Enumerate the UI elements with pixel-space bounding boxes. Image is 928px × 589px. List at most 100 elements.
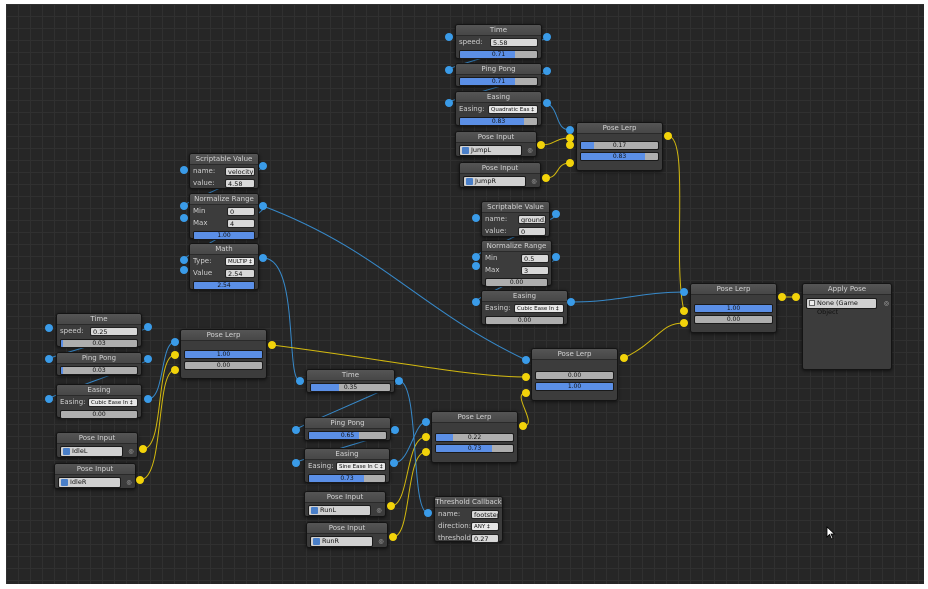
pose-port[interactable] [522,373,530,381]
pose-lerp-node[interactable]: Pose Lerp 1.00 0.00 [180,329,267,379]
float-port[interactable] [566,126,574,134]
value-field[interactable]: 0 [518,227,546,236]
pose-port[interactable] [389,533,397,541]
pose-port[interactable] [537,141,545,149]
pose-port[interactable] [792,293,800,301]
float-port[interactable] [552,253,560,261]
float-port[interactable] [45,324,53,332]
float-port[interactable] [180,256,188,264]
float-port[interactable] [144,395,152,403]
float-port[interactable] [259,202,267,210]
float-port[interactable] [522,356,530,364]
pose-input-node[interactable]: Pose Input RunL◎ [304,491,386,517]
pose-input-node[interactable]: Pose Input JumpL◎ [455,131,537,157]
object-picker-icon[interactable]: ◎ [128,448,134,455]
pose-port[interactable] [566,159,574,167]
float-port[interactable] [180,202,188,210]
float-port[interactable] [180,214,188,222]
pose-object-field[interactable]: IdleL◎ [60,446,134,457]
pose-port[interactable] [171,351,179,359]
object-picker-icon[interactable]: ◎ [531,178,537,185]
name-field[interactable]: ground. [518,215,546,224]
pose-object-field[interactable]: JumpL◎ [459,145,533,156]
object-picker-icon[interactable]: ◎ [527,147,533,154]
pose-port[interactable] [542,174,550,182]
pose-port[interactable] [171,366,179,374]
float-port[interactable] [543,99,551,107]
pose-lerp-node[interactable]: Pose Lerp 0.22 0.73 [431,411,518,463]
object-picker-icon[interactable]: ◎ [376,507,382,514]
easing-dropdown[interactable]: Sine Ease In C ‡ [336,462,386,471]
threshold-field[interactable]: 0.27 [471,534,499,543]
pose-port[interactable] [664,132,672,140]
float-port[interactable] [390,459,398,467]
pose-port[interactable] [566,134,574,142]
easing-node[interactable]: Easing Easing:Cubic Ease In ‡ 0.00 [481,290,568,325]
float-port[interactable] [292,459,300,467]
pose-port[interactable] [566,141,574,149]
ping-pong-node[interactable]: Ping Pong 0.71 [455,63,542,87]
pose-port[interactable] [522,389,530,397]
float-port[interactable] [391,426,399,434]
value-field[interactable]: 2.54 [225,269,255,278]
object-picker-icon[interactable]: ◎ [883,300,889,307]
target-object-field[interactable]: None (Game Object◎ [806,298,889,316]
float-port[interactable] [445,66,453,74]
float-port[interactable] [45,395,53,403]
scriptable-value-node[interactable]: Scriptable Value name:ground. value:0 [481,201,550,237]
speed-field[interactable]: 5.58 [490,38,538,47]
scriptable-value-node[interactable]: Scriptable Value name:velocity value:4.5… [189,153,259,189]
name-field[interactable]: velocity [225,167,255,176]
float-port[interactable] [45,355,53,363]
pose-lerp-node[interactable]: Pose Lerp 0.00 1.00 [531,348,618,401]
max-field[interactable]: 3 [521,266,549,275]
pose-port[interactable] [422,448,430,456]
pose-object-field[interactable]: JumpR◎ [463,176,537,187]
pose-object-field[interactable]: RunL◎ [308,505,382,516]
easing-node[interactable]: Easing Easing:Sine Ease In C ‡ 0.73 [304,448,390,483]
pose-port[interactable] [620,354,628,362]
pose-port[interactable] [680,307,688,315]
float-port[interactable] [259,162,267,170]
threshold-callback-node[interactable]: Threshold Callback name:footstep directi… [434,496,503,543]
pose-lerp-node[interactable]: Pose Lerp 0.17 0.83 [576,122,663,171]
float-port[interactable] [472,253,480,261]
float-port[interactable] [180,266,188,274]
apply-pose-node[interactable]: Apply Pose None (Game Object◎ [802,283,892,370]
easing-node[interactable]: Easing Easing:Quadratic Eas ‡ 0.83 [455,91,542,126]
float-port[interactable] [445,33,453,41]
float-port[interactable] [395,377,403,385]
float-port[interactable] [567,298,575,306]
time-node[interactable]: Time speed:0.25 0.03 [56,313,142,348]
pose-input-node[interactable]: Pose Input IdleL◎ [56,432,138,458]
min-field[interactable]: 0 [227,207,255,216]
pose-port[interactable] [387,502,395,510]
callback-name-field[interactable]: footstep [471,510,499,519]
pose-object-field[interactable]: RunR◎ [310,536,384,547]
float-port[interactable] [472,298,480,306]
max-field[interactable]: 4 [227,219,255,228]
min-field[interactable]: 0.5 [521,254,549,263]
speed-field[interactable]: 0.25 [90,327,138,336]
pose-port[interactable] [139,445,147,453]
value-field[interactable]: 4.58 [225,179,255,188]
object-picker-icon[interactable]: ◎ [126,479,132,486]
object-picker-icon[interactable]: ◎ [378,538,384,545]
operation-dropdown[interactable]: MULTIP ‡ [225,257,255,266]
pose-input-node[interactable]: Pose Input RunR◎ [306,522,388,548]
ping-pong-node[interactable]: Ping Pong 0.65 [304,417,391,441]
float-port[interactable] [472,214,480,222]
float-port[interactable] [144,355,152,363]
float-port[interactable] [543,33,551,41]
easing-dropdown[interactable]: Cubic Ease In ‡ [88,398,138,407]
float-port[interactable] [144,323,152,331]
float-port[interactable] [472,262,480,270]
pose-port[interactable] [680,319,688,327]
float-port[interactable] [259,254,267,262]
float-port[interactable] [680,288,688,296]
easing-dropdown[interactable]: Quadratic Eas ‡ [488,105,538,114]
easing-dropdown[interactable]: Cubic Ease In ‡ [514,304,564,313]
